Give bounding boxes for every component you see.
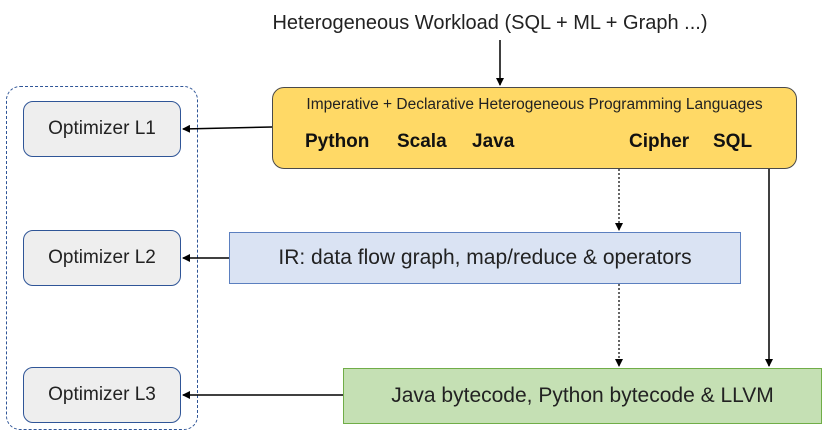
optimizer-l3-box: Optimizer L3 [23,367,181,423]
language-cipher: Cipher [629,131,690,152]
languages-box: Imperative + Declarative Heterogeneous P… [272,87,797,169]
languages-box-title: Imperative + Declarative Heterogeneous P… [306,96,763,113]
language-java: Java [472,131,515,152]
ir-box: IR: data flow graph, map/reduce & operat… [229,232,741,284]
workload-title: Heterogeneous Workload (SQL + ML + Graph… [272,12,708,34]
optimizer-l2-box: Optimizer L2 [23,230,181,286]
language-scala: Scala [397,131,447,152]
optimizer-l1-box: Optimizer L1 [23,101,181,157]
bytecode-box: Java bytecode, Python bytecode & LLVM [343,368,822,424]
language-python: Python [305,131,370,152]
language-sql: SQL [713,131,753,152]
